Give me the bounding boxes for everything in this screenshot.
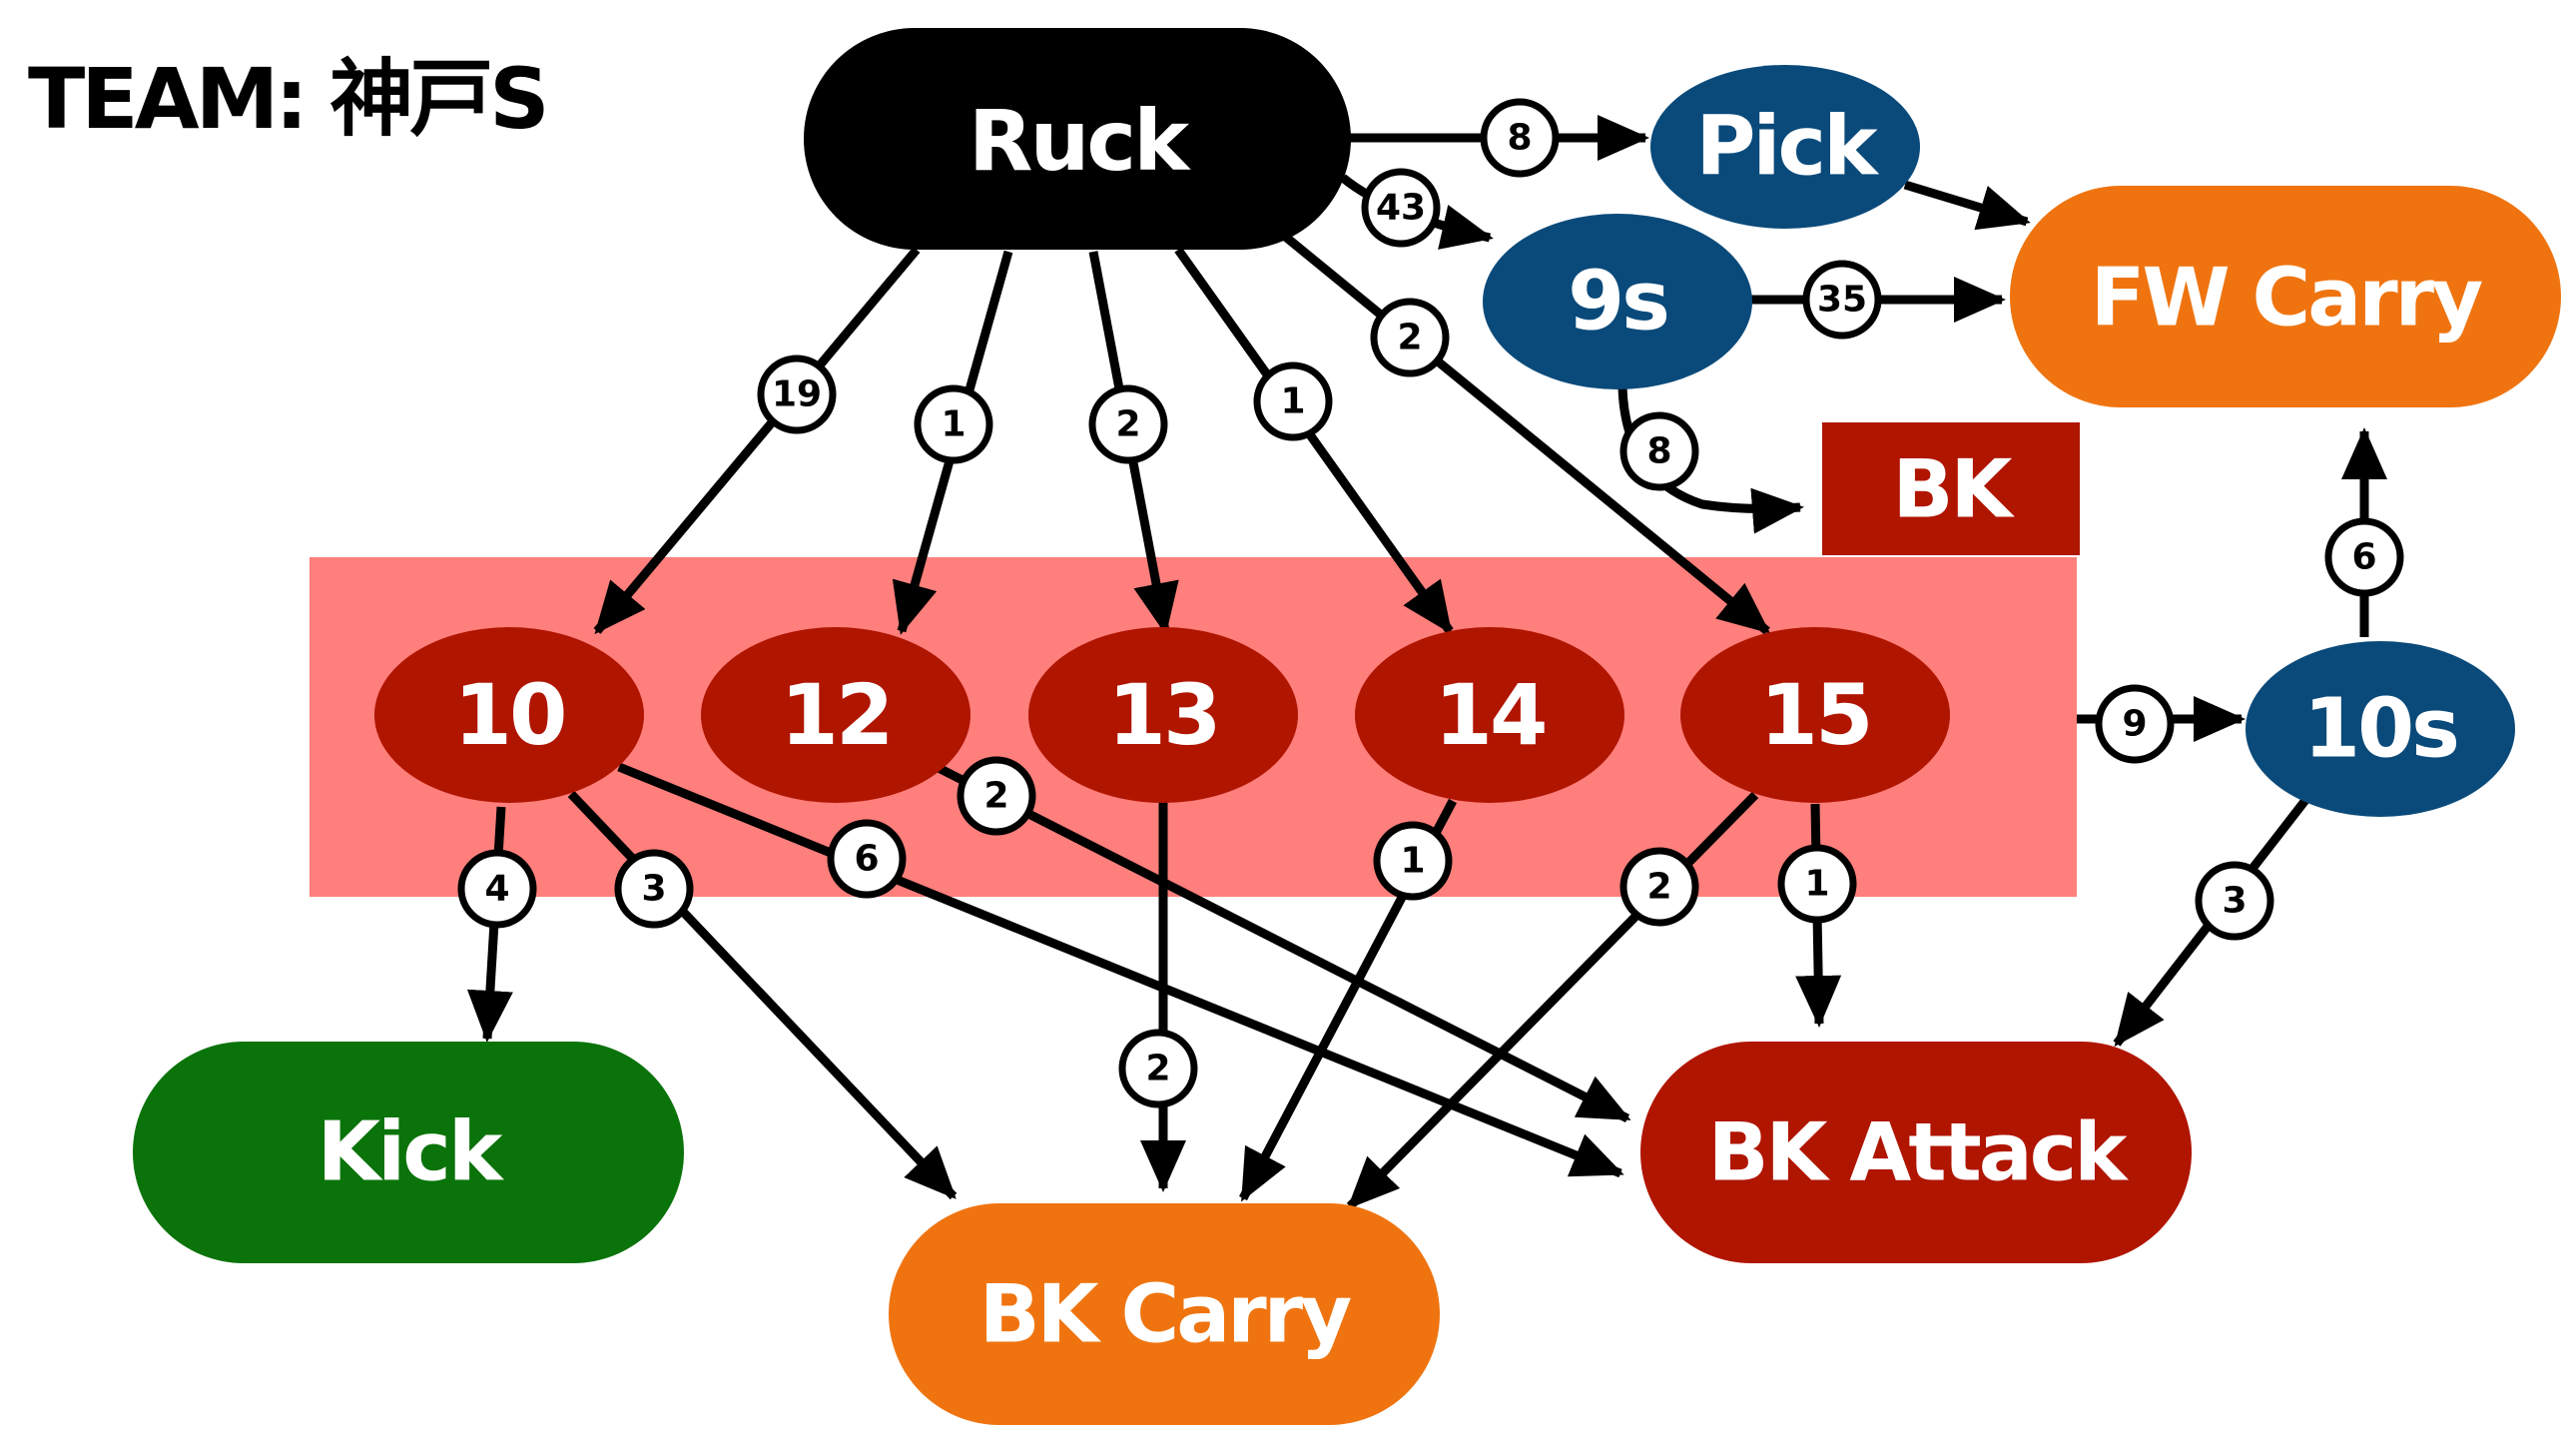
edge-count-label: 2 xyxy=(1145,1049,1170,1089)
badge-layer: 8 43 35 8 19 1 2 1 xyxy=(457,98,2404,1108)
edge-layer xyxy=(466,115,2387,1210)
bk-attack-label: BK Attack xyxy=(1708,1106,2130,1199)
edge-count-label: 9 xyxy=(2122,704,2147,745)
edge-count-label: 6 xyxy=(854,839,879,880)
ruck-label: Ruck xyxy=(968,92,1191,190)
edge-count-label: 4 xyxy=(484,869,509,910)
kick-node xyxy=(133,1042,684,1263)
bk-carry-node xyxy=(889,1203,1440,1425)
bk-attack-node xyxy=(1640,1042,2192,1263)
edge-ruck-10 xyxy=(593,247,921,635)
edge-count-badge: 1 xyxy=(1777,844,1857,924)
edge-count-label: 1 xyxy=(1804,864,1829,905)
edge-count-label: 6 xyxy=(2351,537,2376,578)
edge-count-badge: 1 xyxy=(1373,821,1453,901)
nine-s-node xyxy=(1483,214,1752,389)
edge-ruck-15 xyxy=(1280,231,1771,635)
ruck-node xyxy=(804,28,1351,250)
edge-count-badge: 6 xyxy=(827,819,907,899)
edge-count-badge: 2 xyxy=(1370,298,1450,377)
fw-carry-label: FW Carry xyxy=(2091,252,2482,345)
edge-count-label: 2 xyxy=(983,776,1008,817)
player-13-label: 13 xyxy=(1108,666,1219,764)
edge-count-badge: 2 xyxy=(1118,1029,1198,1108)
edge-count-badge: 4 xyxy=(457,849,537,929)
edge-count-badge: 3 xyxy=(2195,861,2274,941)
edge-count-badge: 9 xyxy=(2095,684,2175,764)
edge-count-badge: 35 xyxy=(1802,260,1882,340)
ten-s-label: 10s xyxy=(2303,682,2457,777)
ten-s-node xyxy=(2246,641,2515,817)
edge-count-badge: 8 xyxy=(1480,98,1560,178)
edge-count-badge: 43 xyxy=(1361,168,1441,248)
edge-count-label: 2 xyxy=(1397,318,1422,359)
edge-count-label: 1 xyxy=(1400,841,1425,882)
edge-count-badge: 2 xyxy=(1619,847,1699,927)
kick-label: Kick xyxy=(318,1105,505,1200)
player-14-node xyxy=(1355,627,1624,803)
edge-count-badge: 2 xyxy=(957,756,1036,836)
edge-count-badge: 2 xyxy=(1088,384,1168,464)
edge-count-badge: 19 xyxy=(757,355,837,434)
edge-count-label: 1 xyxy=(1280,381,1305,422)
player-15-node xyxy=(1680,627,1950,803)
edge-count-label: 8 xyxy=(1507,118,1532,159)
player-15-label: 15 xyxy=(1760,666,1871,764)
edge-count-label: 8 xyxy=(1646,431,1671,472)
edge-count-label: 2 xyxy=(1646,867,1671,908)
edge-count-badge: 8 xyxy=(1619,411,1699,491)
pick-node xyxy=(1650,65,1920,229)
player-14-label: 14 xyxy=(1435,666,1546,764)
edge-count-badge: 1 xyxy=(1253,362,1333,441)
edge-count-label: 3 xyxy=(2222,881,2247,922)
edge-count-label: 19 xyxy=(772,374,822,415)
edge-ruck-14 xyxy=(1174,247,1454,635)
edge-count-badge: 1 xyxy=(914,384,993,464)
edge-count-label: 3 xyxy=(641,869,666,910)
player-10-label: 10 xyxy=(454,666,565,764)
edge-count-label: 35 xyxy=(1817,280,1867,321)
edge-12-bkattack xyxy=(934,762,1631,1123)
nine-s-label: 9s xyxy=(1568,255,1667,350)
edge-pick-fwcarry xyxy=(1903,180,2031,231)
edge-count-label: 1 xyxy=(941,404,966,445)
bk-carry-label: BK Carry xyxy=(979,1268,1351,1361)
team-title: TEAM: 神戸S xyxy=(28,50,546,148)
player-13-node xyxy=(1028,627,1298,803)
bk-box-node xyxy=(1822,422,2080,555)
edge-count-badge: 6 xyxy=(2324,517,2404,597)
node-layer: Ruck Pick 9s FW Carry BK 10 12 13 14 15 … xyxy=(133,28,2561,1425)
fw-carry-node xyxy=(2010,186,2561,407)
edge-count-badge: 3 xyxy=(614,849,694,929)
pick-label: Pick xyxy=(1695,100,1880,195)
edge-count-label: 2 xyxy=(1115,404,1140,445)
player-12-node xyxy=(701,627,970,803)
player-10-node xyxy=(374,627,644,803)
edge-count-label: 43 xyxy=(1376,188,1426,229)
bk-box-label: BK xyxy=(1893,443,2016,536)
player-12-label: 12 xyxy=(781,666,892,764)
